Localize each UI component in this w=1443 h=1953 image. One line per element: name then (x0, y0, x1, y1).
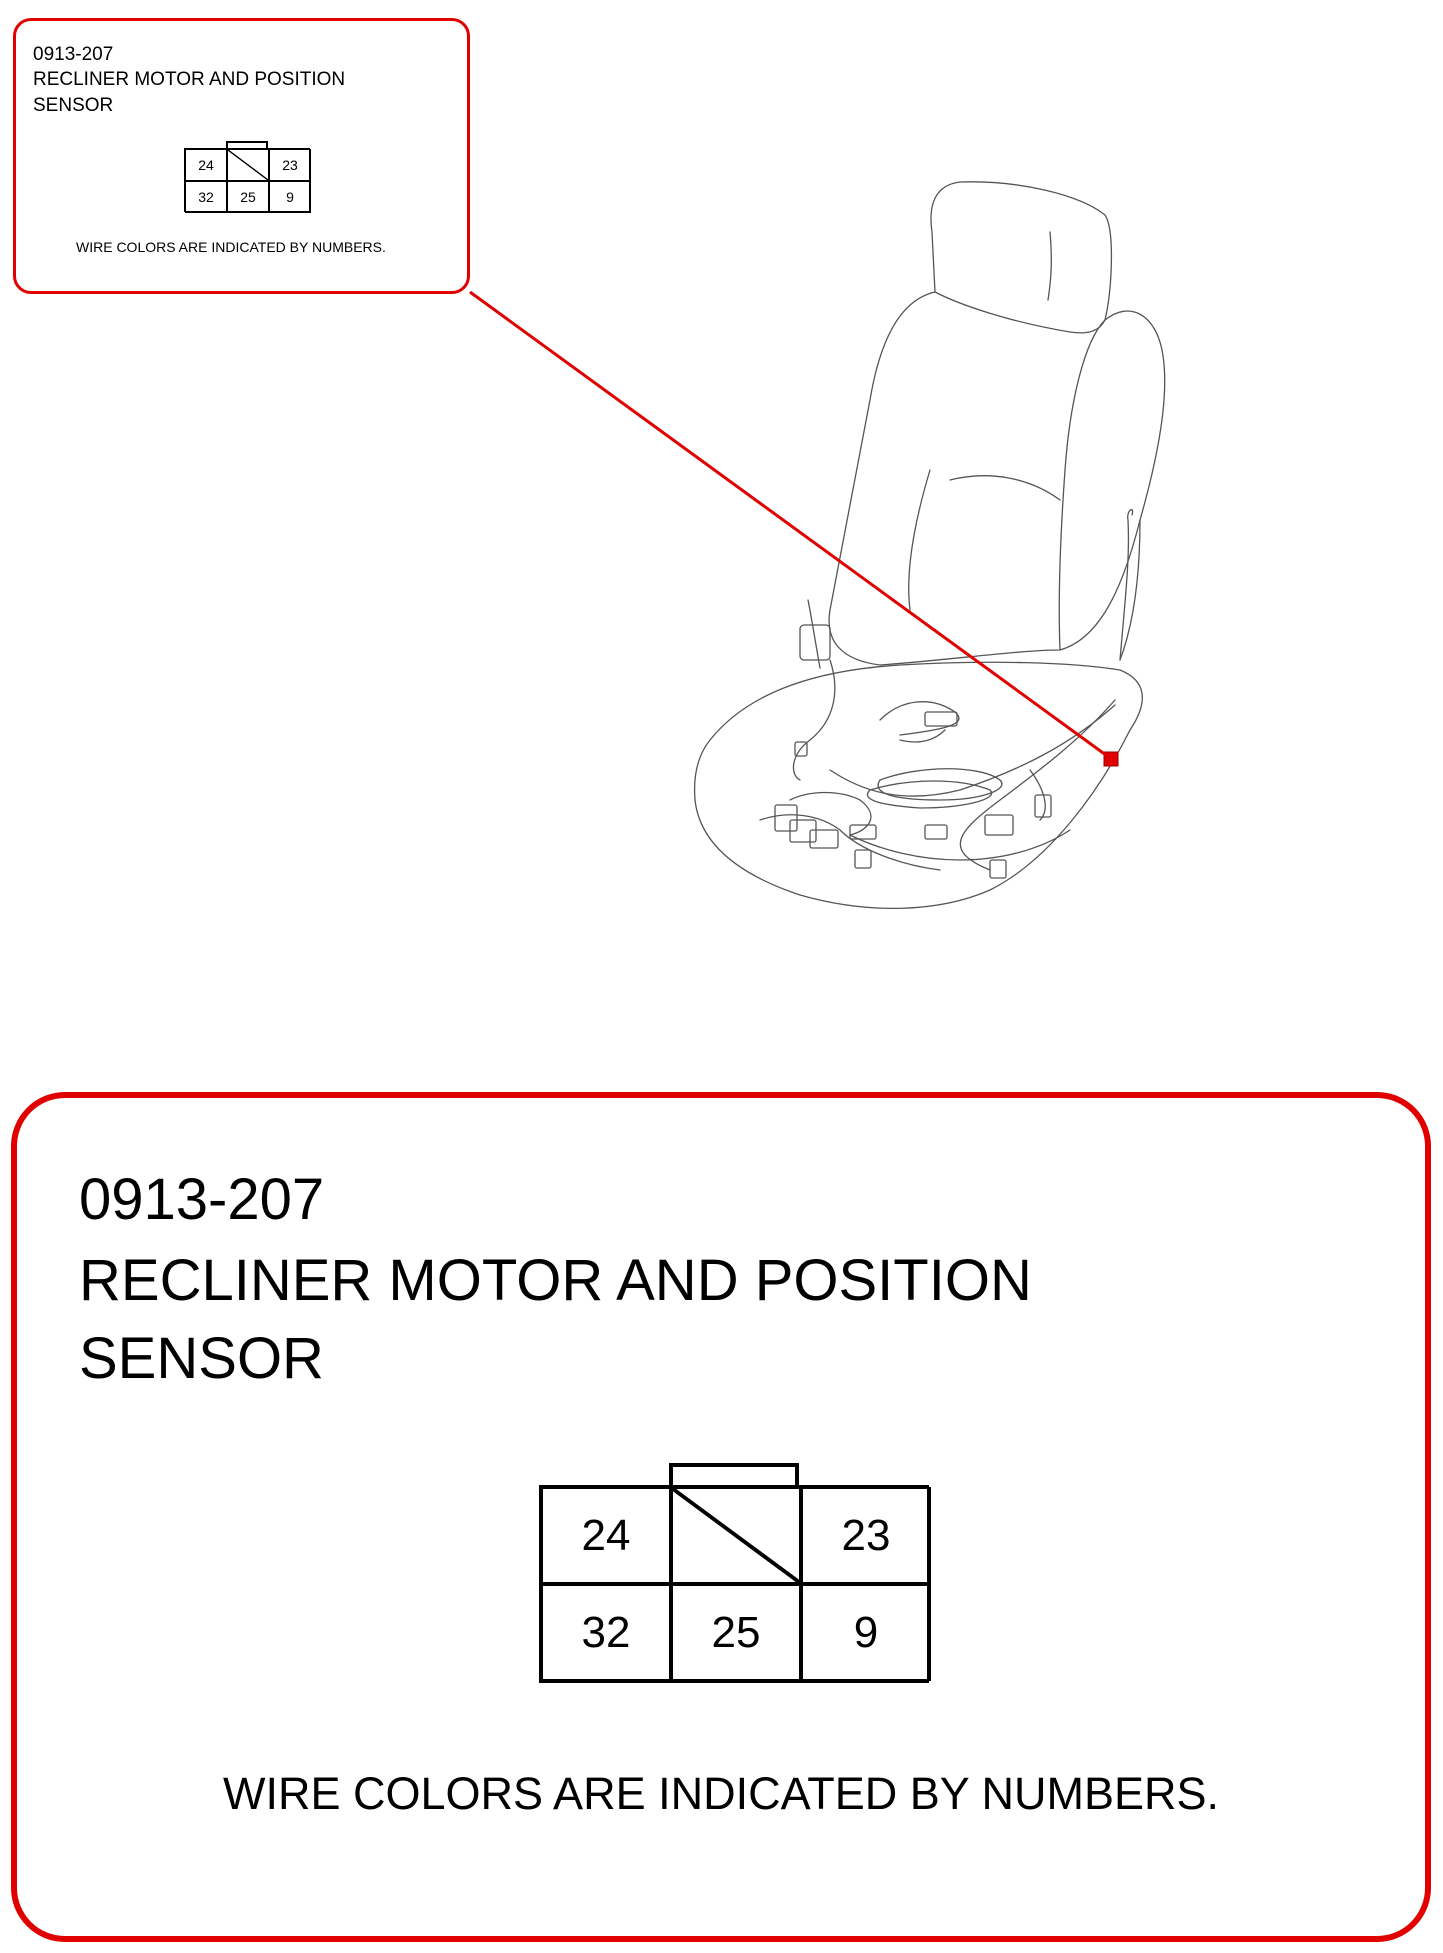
connector-latch-small (226, 141, 268, 149)
pin-cell: 9 (269, 181, 311, 213)
pin-cell: 23 (801, 1487, 931, 1584)
wire-color-note-small: WIRE COLORS ARE INDICATED BY NUMBERS. (76, 239, 386, 255)
pin-cell: 24 (185, 149, 227, 181)
pin-cell-empty (227, 149, 269, 181)
pin-grid-small: 24 23 32 25 9 (184, 148, 311, 213)
highlighted-connector (1103, 751, 1119, 767)
wire-color-note-large: WIRE COLORS ARE INDICATED BY NUMBERS. (223, 1768, 1219, 1819)
pin-cell: 25 (227, 181, 269, 213)
pin-cell: 23 (269, 149, 311, 181)
connector-detail-large: 0913-207 RECLINER MOTOR AND POSITION SEN… (11, 1092, 1431, 1942)
pin-cell: 32 (185, 181, 227, 213)
connector-id-small: 0913-207 (33, 44, 114, 65)
connector-latch-large (669, 1463, 799, 1487)
pin-cell: 9 (801, 1584, 931, 1681)
pin-grid-large: 24 23 32 25 9 (539, 1485, 931, 1683)
pin-cell: 25 (671, 1584, 801, 1681)
connector-callout-small: 0913-207 RECLINER MOTOR AND POSITION SEN… (13, 18, 470, 294)
pin-cell: 24 (541, 1487, 671, 1584)
connector-id-large: 0913-207 (79, 1167, 325, 1232)
pin-cell: 32 (541, 1584, 671, 1681)
pin-cell-empty (671, 1487, 801, 1584)
connector-title-small: RECLINER MOTOR AND POSITION SENSOR (33, 69, 346, 116)
connector-title-large: RECLINER MOTOR AND POSITION SENSOR (79, 1248, 1032, 1391)
